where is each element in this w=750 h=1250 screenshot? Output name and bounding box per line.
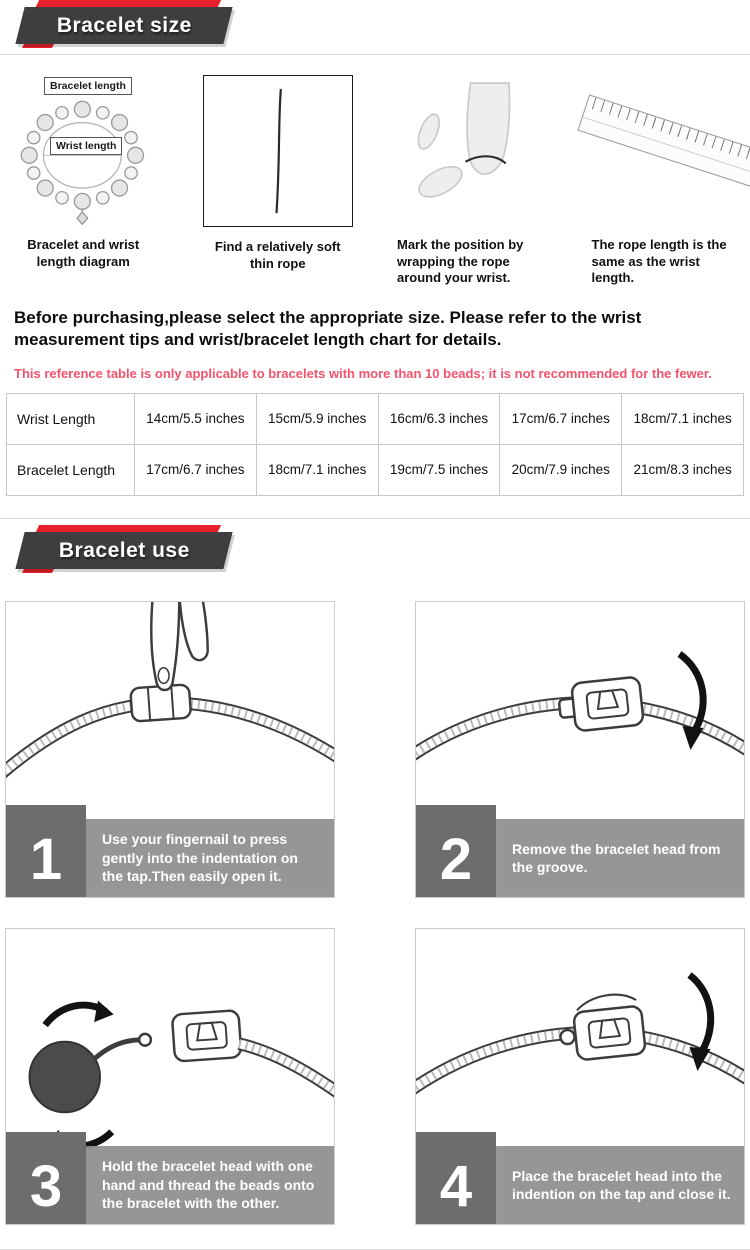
reference-note-text: This reference table is only applicable …	[14, 365, 712, 381]
table-cell: 15cm/5.9 inches	[255, 392, 379, 445]
bracelet-length-label: Bracelet length	[44, 77, 132, 95]
measure-caption-3: Mark the position by wrapping the rope a…	[397, 237, 524, 286]
step-3-illustration	[28, 1000, 334, 1152]
size-chart-table: Wrist Length 14cm/5.5 inches 15cm/5.9 in…	[6, 392, 744, 496]
divider	[0, 517, 750, 519]
table-cell: 16cm/6.3 inches	[377, 392, 501, 445]
table-cell: 17cm/6.7 inches	[134, 443, 257, 496]
step-4-illustration	[416, 971, 744, 1095]
use-step-4-panel: Place the bracelet head into the indenti…	[415, 927, 745, 1225]
divider	[0, 54, 750, 55]
measure-step-4: The rope length is the same as the wrist…	[576, 75, 750, 287]
rope-illustration	[202, 75, 353, 227]
table-row-bracelet: Bracelet Length 17cm/6.7 inches 18cm/7.1…	[6, 443, 744, 496]
rope-drawing	[274, 88, 282, 214]
measure-step-3: Mark the position by wrapping the rope a…	[397, 75, 548, 287]
hands-drawing	[417, 82, 511, 198]
use-step-1-panel: Use your fingernail to press gently into…	[5, 600, 335, 898]
banner-title: Bracelet size	[56, 13, 192, 37]
wrist-wrapping-illustration	[397, 75, 548, 225]
measure-caption-1: Bracelet and wrist length diagram	[27, 237, 140, 269]
use-steps-grid: Use your fingernail to press gently into…	[0, 579, 750, 1249]
table-row-wrist: Wrist Length 14cm/5.5 inches 15cm/5.9 in…	[6, 392, 744, 445]
table-cell: 21cm/8.3 inches	[621, 443, 744, 496]
step-1-number: 1	[6, 804, 86, 897]
step-4-text: Place the bracelet head into the indenti…	[512, 1167, 731, 1202]
step-4-number: 4	[416, 1131, 496, 1224]
sizing-intro-text: Before purchasing,please select the appr…	[14, 307, 642, 350]
table-row-header: Wrist Length	[6, 392, 135, 445]
table-cell: 20cm/7.9 inches	[499, 443, 623, 496]
measure-caption-4: The rope length is the same as the wrist…	[591, 237, 727, 286]
step-3-text: Hold the bracelet head with one hand and…	[102, 1158, 315, 1211]
banner-ribbon: Bracelet use	[15, 531, 233, 569]
banner-bracelet-use: Bracelet use	[0, 524, 750, 579]
table-row-header: Bracelet Length	[6, 443, 135, 496]
table-cell: 18cm/7.1 inches	[255, 443, 379, 496]
step-1-text: Use your fingernail to press gently into…	[102, 831, 298, 884]
step-2-illustration	[416, 650, 744, 761]
banner-ribbon: Bracelet size	[15, 7, 233, 44]
measurement-steps-row: Bracelet length Wrist length Bracelet an…	[0, 55, 750, 291]
wrist-length-label: Wrist length	[50, 137, 123, 155]
bracelet-diagram-illustration: Bracelet length Wrist length	[8, 75, 159, 225]
step-2-number: 2	[416, 804, 496, 897]
table-cell: 17cm/6.7 inches	[499, 392, 623, 445]
banner-bracelet-size: Bracelet size	[0, 0, 750, 54]
table-cell: 19cm/7.5 inches	[377, 443, 501, 496]
step-3-number: 3	[6, 1131, 86, 1224]
step-4-caption-band: Place the bracelet head into the indenti…	[416, 1145, 744, 1224]
measure-caption-2: Find a relatively soft thin rope	[214, 239, 341, 271]
charm-bracelet-drawing	[20, 100, 145, 225]
step-1-illustration	[6, 601, 334, 778]
measure-step-2: Find a relatively soft thin rope	[202, 75, 353, 287]
ruler-drawing	[576, 94, 750, 198]
use-step-2-panel: Remove the bracelet head from the groove…	[415, 600, 745, 898]
table-cell: 14cm/5.5 inches	[134, 392, 257, 445]
use-step-3-panel: Hold the bracelet head with one hand and…	[5, 927, 335, 1225]
table-cell: 18cm/7.1 inches	[621, 392, 744, 445]
ruler-illustration	[576, 75, 750, 225]
step-2-text: Remove the bracelet head from the groove…	[512, 840, 721, 875]
measure-step-1: Bracelet length Wrist length Bracelet an…	[8, 75, 159, 287]
banner-title: Bracelet use	[58, 538, 190, 562]
